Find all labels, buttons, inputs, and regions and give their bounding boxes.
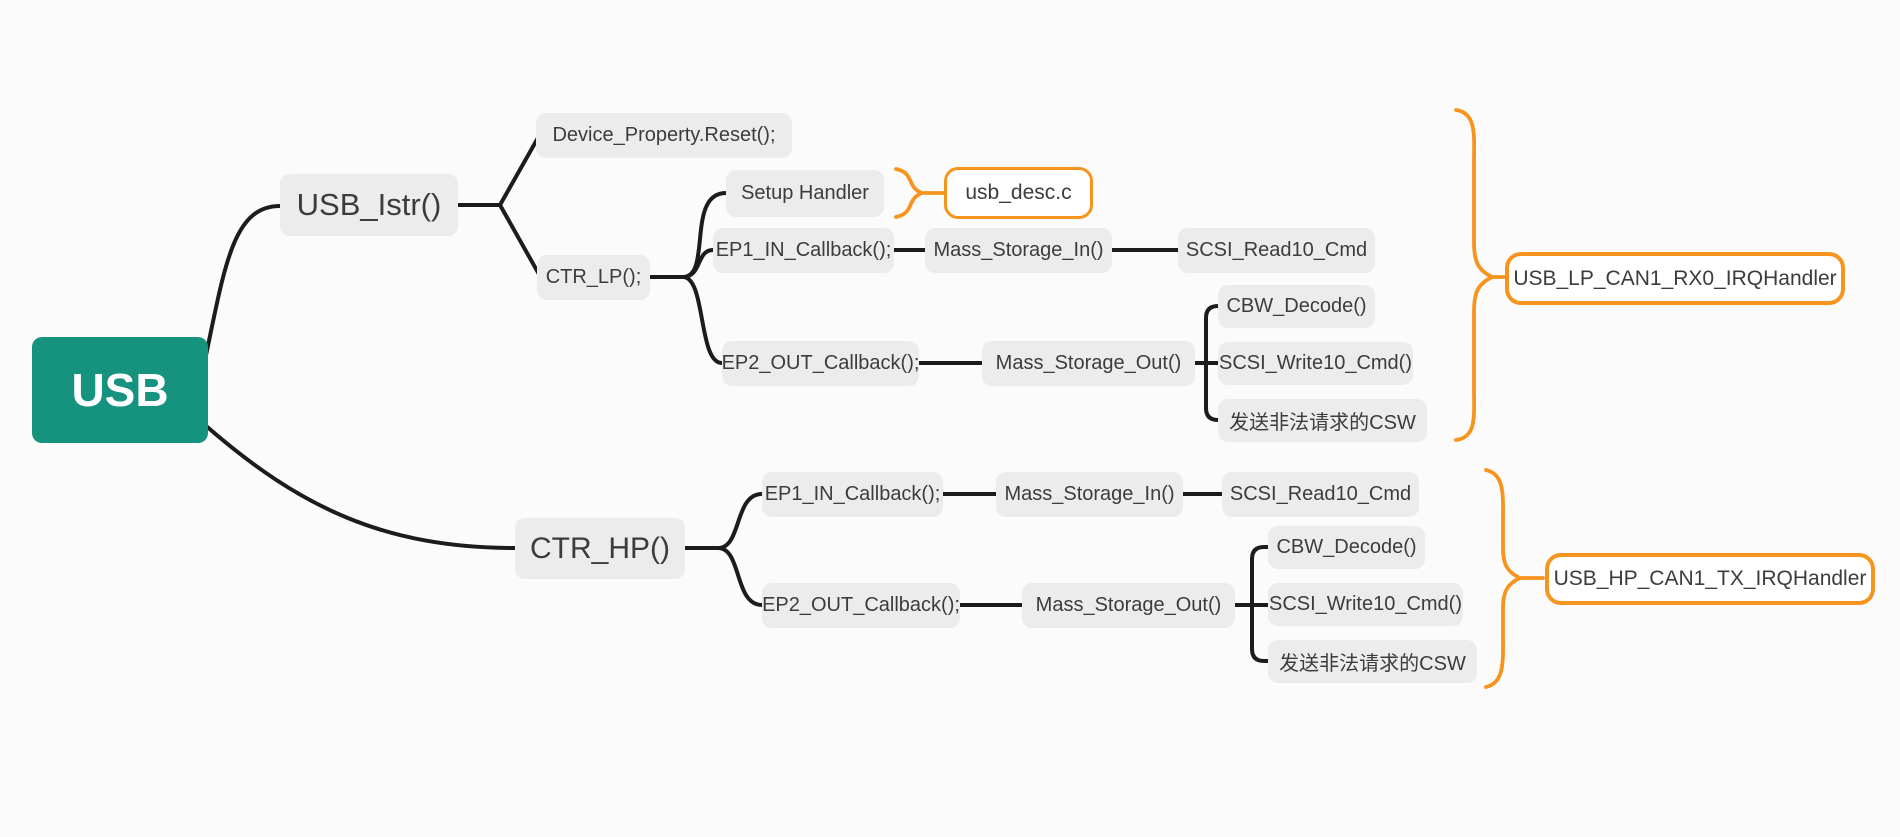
node-scsi-write10-lp[interactable]: SCSI_Write10_Cmd() — [1218, 342, 1413, 385]
edge-ctrhp-fork — [683, 492, 764, 607]
node-usb-lp-irqhandler-callout[interactable]: USB_LP_CAN1_RX0_IRQHandler — [1505, 252, 1845, 305]
node-usb-root[interactable]: USB — [32, 337, 208, 443]
summary-brace-hp[interactable] — [1484, 468, 1545, 689]
node-ep2-out-callback-hp[interactable]: EP2_OUT_Callback(); — [762, 583, 960, 628]
edge-root-usbistr — [203, 204, 282, 362]
brace-lp-irq — [1454, 108, 1507, 442]
edge-msout-trunk-hp — [1233, 545, 1270, 663]
node-cbw-decode-lp[interactable]: CBW_Decode() — [1218, 285, 1375, 328]
edge-ctrlp-fork — [648, 191, 728, 365]
node-scsi-write10-hp[interactable]: SCSI_Write10_Cmd() — [1268, 583, 1463, 626]
edge-msout-trunk-lp — [1193, 304, 1220, 422]
node-ctr-lp[interactable]: CTR_LP(); — [537, 255, 650, 300]
node-ep1-in-callback-lp[interactable]: EP1_IN_Callback(); — [713, 228, 894, 273]
node-device-property-reset[interactable]: Device_Property.Reset(); — [536, 113, 792, 158]
branch-connectors — [203, 134, 1270, 663]
node-send-illegal-csw-hp[interactable]: 发送非法请求的CSW — [1268, 640, 1477, 683]
node-setup-handler[interactable]: Setup Handler — [726, 170, 884, 217]
node-mass-storage-out-lp[interactable]: Mass_Storage_Out() — [982, 341, 1195, 386]
edge-usbistr-fork — [456, 134, 542, 278]
node-scsi-read10-hp[interactable]: SCSI_Read10_Cmd — [1222, 472, 1419, 517]
node-usb-desc-callout[interactable]: usb_desc.c — [944, 167, 1093, 219]
node-usb-hp-irqhandler-callout[interactable]: USB_HP_CAN1_TX_IRQHandler — [1545, 553, 1875, 605]
node-mass-storage-in-lp[interactable]: Mass_Storage_In() — [925, 228, 1112, 273]
node-scsi-read10-lp[interactable]: SCSI_Read10_Cmd — [1178, 228, 1375, 273]
brace-hp-irq — [1484, 468, 1545, 689]
node-ep1-in-callback-hp[interactable]: EP1_IN_Callback(); — [762, 472, 943, 517]
node-mass-storage-in-hp[interactable]: Mass_Storage_In() — [996, 472, 1183, 517]
summary-brace-lp[interactable] — [1454, 108, 1507, 442]
node-mass-storage-out-hp[interactable]: Mass_Storage_Out() — [1022, 583, 1235, 628]
brace-setup-handler — [894, 167, 946, 219]
node-send-illegal-csw-lp[interactable]: 发送非法请求的CSW — [1218, 399, 1427, 442]
edge-root-ctrhp — [203, 423, 517, 550]
summary-brace-setup[interactable] — [894, 167, 946, 219]
node-usb-istr[interactable]: USB_Istr() — [280, 174, 458, 236]
node-cbw-decode-hp[interactable]: CBW_Decode() — [1268, 526, 1425, 569]
node-ep2-out-callback-lp[interactable]: EP2_OUT_Callback(); — [722, 341, 919, 386]
node-ctr-hp[interactable]: CTR_HP() — [515, 518, 685, 579]
